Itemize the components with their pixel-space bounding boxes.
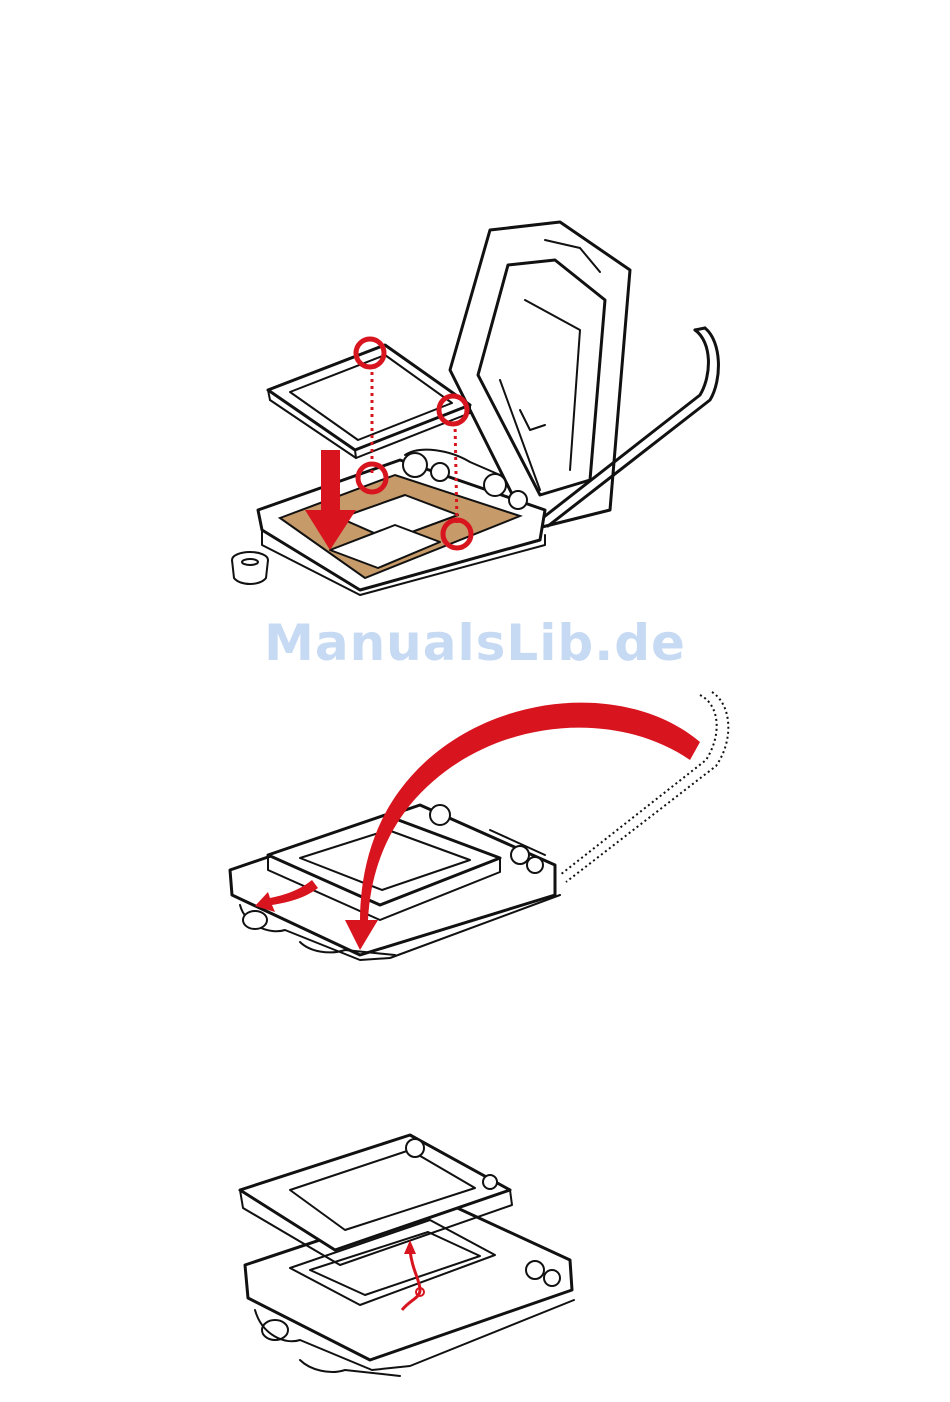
cpu-insertion-diagram xyxy=(0,200,950,620)
socket-cap-removal-diagram xyxy=(0,1120,950,1390)
load-plate-closing-diagram xyxy=(0,680,950,980)
watermark-text: ManualsLib.de xyxy=(0,614,950,672)
socket-cap-icon xyxy=(232,552,268,584)
socket-base-lower xyxy=(245,1200,574,1376)
